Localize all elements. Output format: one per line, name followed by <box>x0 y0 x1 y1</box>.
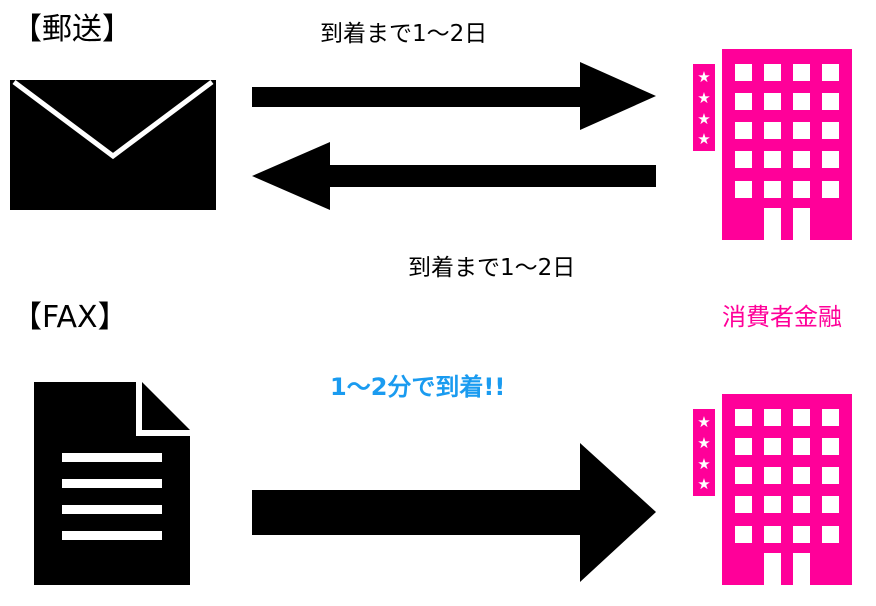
recipient-label: 消費者金融 <box>722 303 842 331</box>
building-icon <box>693 49 852 240</box>
arrow-right-icon <box>252 62 656 130</box>
fax-time: 1〜2分で到着!! <box>330 373 506 401</box>
mail-return-time: 到着まで1〜2日 <box>408 255 576 281</box>
fax-heading: 【FAX】 <box>12 300 128 335</box>
building-icon <box>693 394 852 585</box>
envelope-icon <box>10 79 216 210</box>
arrow-left-icon <box>252 142 656 210</box>
fax-document-icon <box>34 382 190 585</box>
mail-heading: 【郵送】 <box>12 12 132 47</box>
mail-outbound-time: 到着まで1〜2日 <box>320 21 488 47</box>
fax-arrow-right-icon <box>252 443 656 582</box>
